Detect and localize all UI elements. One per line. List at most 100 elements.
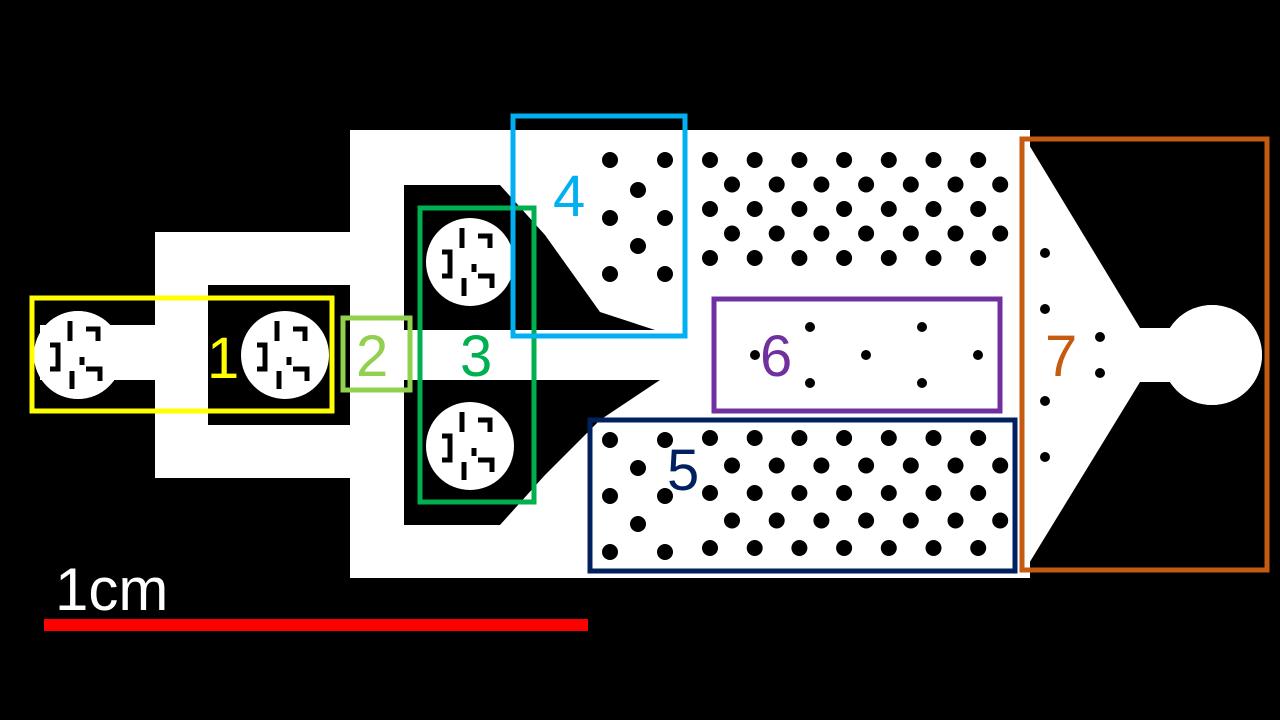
pillar [768, 457, 785, 474]
pillar [746, 540, 763, 556]
region-box-5 [587, 417, 1018, 574]
filter-mark [257, 342, 268, 372]
pillar [836, 152, 853, 168]
filter-unit [241, 311, 329, 399]
pillar [746, 430, 763, 446]
region-label-1: 1 [207, 326, 239, 391]
pillar [992, 457, 1009, 474]
pillar [813, 457, 830, 474]
region-box-1 [29, 295, 335, 414]
pillar [917, 378, 927, 388]
filter-mark [478, 457, 495, 472]
pillar [768, 176, 785, 193]
pillar [880, 152, 897, 168]
pillar [724, 225, 740, 242]
pillar [970, 430, 987, 446]
pillar [858, 512, 875, 529]
pillar [813, 176, 830, 193]
filter-mark [442, 249, 453, 279]
region-label-7: 7 [1045, 324, 1077, 389]
pillar [724, 457, 740, 474]
filter-mark [86, 366, 103, 381]
pillar [925, 250, 942, 266]
outlet-channel [1022, 140, 1262, 570]
region-box-4 [510, 113, 688, 339]
pillar [947, 176, 964, 193]
filter-unit [426, 402, 514, 490]
pillar [805, 378, 815, 388]
pillar [1095, 368, 1105, 378]
pillar [836, 485, 853, 501]
pillar [861, 350, 871, 360]
pillar [925, 152, 942, 168]
filter-mark [50, 342, 61, 372]
scale-bar-label: 1cm [55, 556, 168, 623]
pillar [925, 201, 942, 217]
pillar [702, 201, 718, 217]
pillar [947, 512, 964, 529]
pillar [970, 201, 987, 217]
region-box-6 [711, 296, 1003, 414]
pillar [947, 457, 964, 474]
filter-units [34, 218, 514, 490]
pillar [791, 485, 808, 501]
region-box-7 [1019, 136, 1270, 573]
pillar [1040, 248, 1050, 258]
pillar [791, 201, 808, 217]
pillar [750, 350, 760, 360]
filter-unit [426, 218, 514, 306]
pillar [858, 225, 875, 242]
filter-disc [426, 402, 514, 490]
pillar [836, 201, 853, 217]
pillar [880, 201, 897, 217]
pillar [630, 238, 646, 254]
pillar [836, 540, 853, 556]
pillar-arrays [602, 152, 1105, 560]
region-boxes [29, 113, 1270, 574]
pillar [917, 322, 927, 332]
pillar [602, 266, 618, 282]
pillar [992, 225, 1009, 242]
pillar [702, 250, 718, 266]
pillar [791, 250, 808, 266]
pillar [813, 225, 830, 242]
pillar [746, 152, 763, 168]
pillar [746, 485, 763, 501]
filter-disc [34, 311, 122, 399]
filter-unit [34, 311, 122, 399]
pillar [805, 322, 815, 332]
pillar [657, 266, 673, 282]
pillar [947, 225, 964, 242]
pillar [791, 152, 808, 168]
pillar [1095, 332, 1105, 342]
region-label-5: 5 [667, 438, 699, 503]
pillar [992, 176, 1009, 193]
outlet-channel-taper [1022, 140, 1135, 570]
pillar [602, 210, 618, 226]
pillar [702, 430, 718, 446]
filter-mark [293, 326, 308, 341]
pillar [791, 430, 808, 446]
pillar [902, 512, 919, 529]
pillar [973, 350, 983, 360]
filter-mark [86, 326, 101, 341]
filter-mark [478, 417, 493, 432]
filter-disc [426, 218, 514, 306]
pillar [880, 540, 897, 556]
region-box-2 [340, 315, 413, 393]
pillar [970, 152, 987, 168]
pillar [925, 430, 942, 446]
pillar [970, 250, 987, 266]
pillar [724, 176, 740, 193]
pillar [858, 457, 875, 474]
pillar [657, 152, 673, 168]
pillar [602, 488, 618, 504]
scale-bar [44, 619, 588, 631]
outlet-channel-port [1162, 305, 1262, 405]
pillar [1040, 304, 1050, 314]
pillar [836, 430, 853, 446]
pillar [836, 250, 853, 266]
pillar [702, 540, 718, 556]
pillar [925, 540, 942, 556]
